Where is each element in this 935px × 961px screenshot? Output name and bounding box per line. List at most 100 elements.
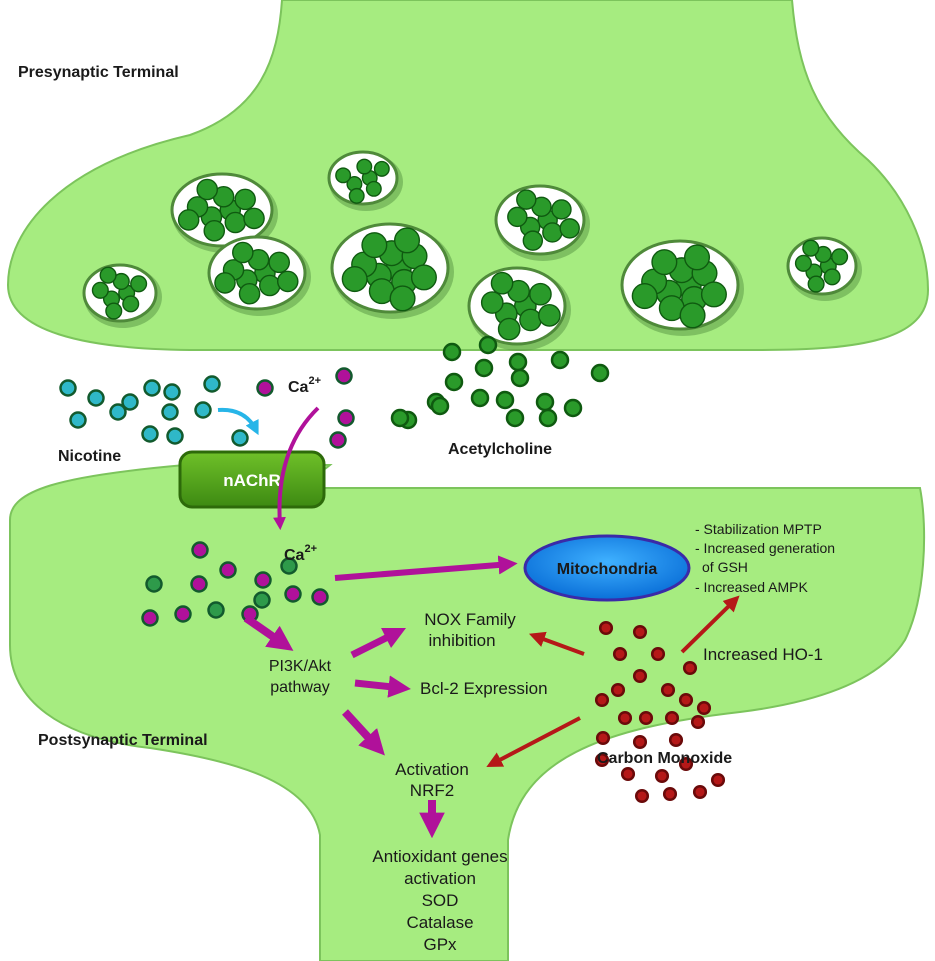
mitochondria-label: Mitochondria	[557, 561, 658, 578]
vesicle-cluster-icon	[170, 172, 278, 253]
acetylcholine-molecule-icon	[444, 372, 464, 392]
calcium-ion-icon	[145, 575, 163, 593]
mito-effect-line: - Increased AMPK	[695, 579, 808, 595]
acetylcholine-label: Acetylcholine	[448, 441, 552, 458]
nachr-receptor: nAChR	[178, 450, 326, 509]
calcium-ion-icon	[311, 588, 329, 606]
mitochondrion-icon: Mitochondria	[523, 534, 691, 602]
bcl2-expression-label: Bcl-2 Expression	[420, 679, 548, 698]
carbon-monoxide-molecule-icon	[690, 714, 706, 730]
antioxidant-genes-label: Antioxidant genes activation SOD Catalas…	[372, 847, 507, 954]
mito-effect-line: of GSH	[702, 559, 748, 575]
carbon-monoxide-molecule-icon	[632, 668, 648, 684]
postsynaptic-terminal	[9, 464, 926, 961]
vesicle-cluster-icon	[330, 222, 454, 319]
calcium-ion-icon	[253, 591, 271, 609]
vesicle-cluster-icon	[327, 150, 403, 211]
acetylcholine-molecule-icon	[505, 408, 525, 428]
co-to-mito-effects-arrow	[680, 595, 740, 654]
nicotine-molecule-icon	[109, 403, 127, 421]
carbon-monoxide-molecule-icon	[654, 768, 670, 784]
svg-text:Catalase: Catalase	[406, 913, 473, 932]
nox-inhibition-label: NOX Family inhibition	[424, 610, 516, 650]
calcium-label-bottom: Ca2+	[284, 543, 317, 564]
calcium-ion-icon	[284, 585, 302, 603]
acetylcholine-molecule-icon	[390, 408, 410, 428]
svg-text:inhibition: inhibition	[428, 631, 495, 650]
vesicle-cluster-icon	[620, 239, 744, 336]
acetylcholine-molecule-icon	[442, 342, 462, 362]
calcium-ion-icon	[337, 409, 355, 427]
acetylcholine-molecule-icon	[508, 352, 528, 372]
acetylcholine-molecule-icon	[590, 363, 610, 383]
nachr-label: nAChR	[223, 471, 281, 490]
nicotine-molecule-icon	[141, 425, 159, 443]
nicotine-molecule-icon	[166, 427, 184, 445]
svg-text:Antioxidant genes: Antioxidant genes	[372, 847, 507, 866]
vesicle-cluster-icon	[82, 263, 162, 328]
vesicle-cluster-icon	[494, 184, 590, 261]
acetylcholine-molecule-icon	[430, 396, 450, 416]
nicotine-molecule-icon	[231, 429, 249, 447]
calcium-ion-icon	[254, 571, 272, 589]
vesicle-cluster-icon	[207, 235, 311, 316]
nicotine-molecule-icon	[194, 401, 212, 419]
carbon-monoxide-molecule-icon	[612, 646, 628, 662]
mitochondria-effects-list: - Stabilization MPTP - Increased generat…	[695, 521, 835, 595]
calcium-ion-icon	[141, 609, 159, 627]
carbon-monoxide-molecule-icon	[634, 788, 650, 804]
carbon-monoxide-molecule-icon	[668, 732, 684, 748]
nicotine-molecule-icon	[87, 389, 105, 407]
svg-text:NOX Family: NOX Family	[424, 610, 516, 629]
svg-text:NRF2: NRF2	[410, 781, 454, 800]
calcium-label-top: Ca2+	[288, 375, 321, 396]
calcium-ion-icon	[256, 379, 274, 397]
carbon-monoxide-molecule-icon	[662, 786, 678, 802]
mito-effect-line: - Increased generation	[695, 540, 835, 556]
carbon-monoxide-molecule-icon	[660, 682, 676, 698]
vesicle-cluster-icon	[467, 266, 571, 351]
postsynaptic-label: Postsynaptic Terminal	[38, 732, 208, 749]
svg-text:GPx: GPx	[423, 935, 457, 954]
carbon-monoxide-molecule-icon	[632, 734, 648, 750]
calcium-ion-icon	[335, 367, 353, 385]
acetylcholine-molecule-icon	[478, 335, 498, 355]
carbon-monoxide-label: Carbon Monoxide	[597, 750, 732, 767]
svg-text:SOD: SOD	[422, 891, 459, 910]
calcium-ion-icon	[219, 561, 237, 579]
svg-text:activation: activation	[404, 869, 476, 888]
pathway-arrows	[217, 406, 740, 839]
calcium-influx-arrow	[273, 406, 320, 531]
carbon-monoxide-molecule-icon	[678, 692, 694, 708]
pi3k-to-nrf2-arrow	[342, 709, 385, 756]
carbon-monoxide-molecule-icon	[710, 772, 726, 788]
nicotine-molecule-icon	[203, 375, 221, 393]
carbon-monoxide-molecule-icon	[594, 692, 610, 708]
carbon-monoxide-molecule-icon	[617, 710, 633, 726]
mito-effect-line: - Stabilization MPTP	[695, 521, 822, 537]
carbon-monoxide-molecule-icon	[594, 752, 610, 768]
carbon-monoxide-molecule-icon	[595, 730, 611, 746]
nicotine-molecule-icon	[161, 403, 179, 421]
acetylcholine-molecule-icon	[535, 392, 555, 412]
nicotine-molecule-icon	[59, 379, 77, 397]
calcium-ion-icon	[190, 575, 208, 593]
carbon-monoxide-molecule-icon	[620, 766, 636, 782]
carbon-monoxide-molecule-icon	[598, 620, 614, 636]
carbon-monoxide-molecule-icon	[650, 646, 666, 662]
molecule-dots	[59, 335, 726, 804]
nicotine-molecule-icon	[69, 411, 87, 429]
svg-text:PI3K/Akt: PI3K/Akt	[269, 658, 332, 675]
co-to-nox-arrow	[528, 631, 585, 656]
pi3k-akt-label: PI3K/Akt pathway	[269, 658, 332, 696]
ca-to-mitochondria-arrow	[334, 555, 518, 581]
synaptic-vesicles	[82, 150, 862, 351]
acetylcholine-molecule-icon	[563, 398, 583, 418]
calcium-ion-icon	[191, 541, 209, 559]
svg-text:Activation: Activation	[395, 760, 469, 779]
vesicle-cluster-icon	[786, 236, 862, 301]
acetylcholine-molecule-icon	[538, 408, 558, 428]
calcium-ion-icon	[329, 431, 347, 449]
nicotine-molecule-icon	[143, 379, 161, 397]
